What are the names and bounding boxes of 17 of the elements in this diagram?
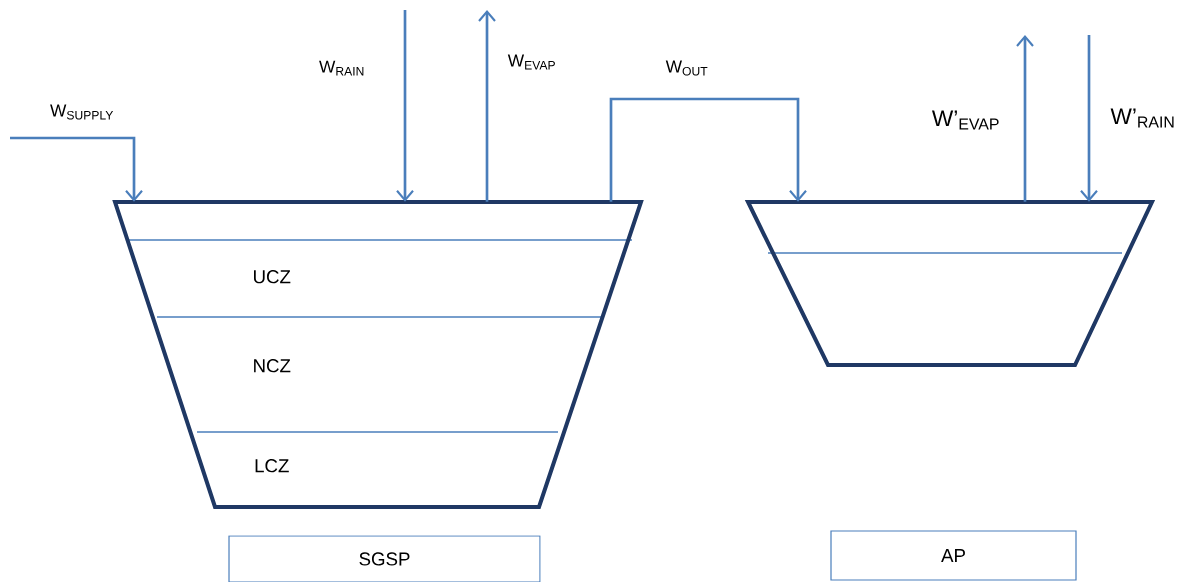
- edge-label: W’$_{RAIN}$: [1110, 108, 1174, 128]
- arrow: [396, 10, 414, 202]
- edge-label: W’$_{EVAP}$: [932, 110, 999, 130]
- edge-label: W$_{OUT}$: [665, 60, 708, 76]
- caption-box: AP: [830, 530, 1077, 581]
- zone-label: UCZ: [254, 270, 291, 284]
- arrow: [609, 97, 807, 202]
- caption-box: SGSP: [228, 535, 541, 582]
- edge-label: W$_{SUPPLY}$: [50, 104, 114, 120]
- edge-label: W$_{RAIN}$: [319, 60, 364, 76]
- arrow: [1080, 35, 1098, 202]
- arrow: [1016, 35, 1034, 202]
- zone-label: LCZ: [255, 459, 289, 473]
- edge-label: W$_{EVAP}$: [507, 54, 555, 70]
- arrow: [478, 10, 496, 202]
- arrow: [10, 136, 143, 202]
- zone-label: NCZ: [254, 359, 291, 373]
